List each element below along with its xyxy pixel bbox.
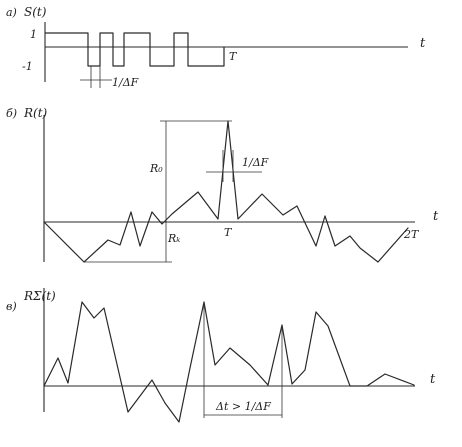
- panel-b-autocorrelation-curve: [43, 120, 409, 263]
- panel-c: в) RΣ(t) t Δt > 1/ΔF: [6, 288, 436, 423]
- panel-c-sum-correlation-curve: [43, 301, 415, 423]
- panel-c-delta-label: Δt > 1/ΔF: [215, 400, 271, 413]
- panel-b-width-label: 1/ΔF: [242, 156, 269, 169]
- panel-a-ylabel: S(t): [24, 5, 47, 19]
- panel-a-period-label: T: [229, 50, 238, 63]
- panel-b-ylabel: R(t): [23, 106, 48, 120]
- panel-b-side-level-label: Rₖ: [167, 232, 180, 245]
- panel-b-letter: б): [6, 107, 17, 120]
- panel-c-letter: в): [6, 300, 17, 313]
- panel-b-period-label: T: [224, 226, 233, 239]
- panel-b: б) R(t) t R₀ Rₖ 1/ΔF T 2T: [6, 106, 439, 263]
- panel-a-code-signal: [44, 32, 225, 67]
- panel-a-width-label: 1/ΔF: [112, 76, 139, 89]
- panel-c-t-label: t: [430, 372, 436, 387]
- panel-b-t-label: t: [433, 209, 439, 224]
- panel-a-letter: a): [6, 6, 17, 19]
- panel-c-ylabel: RΣ(t): [23, 289, 56, 303]
- panel-a-minus-level: -1: [22, 60, 33, 73]
- panel-a: a) S(t) 1 -1 t T 1/ΔF: [6, 5, 426, 89]
- panel-b-double-period-label: 2T: [403, 228, 420, 241]
- panel-a-t-label: t: [420, 36, 426, 51]
- panel-a-plus-level: 1: [30, 28, 37, 41]
- panel-b-main-peak-label: R₀: [149, 162, 163, 175]
